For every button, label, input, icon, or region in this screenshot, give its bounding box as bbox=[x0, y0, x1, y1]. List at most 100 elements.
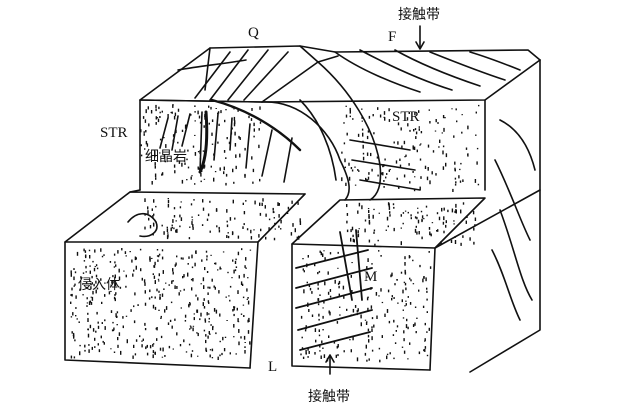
stipple-mark bbox=[223, 166, 225, 171]
stipple-mark bbox=[246, 288, 248, 292]
stipple-mark bbox=[189, 303, 191, 306]
stipple-mark bbox=[333, 340, 336, 344]
stipple-mark bbox=[150, 155, 153, 158]
stipple-mark bbox=[73, 335, 75, 339]
stipple-mark bbox=[215, 262, 217, 265]
stipple-mark bbox=[249, 249, 252, 251]
stipple-mark bbox=[173, 164, 176, 168]
stipple-mark bbox=[117, 250, 119, 254]
stipple-mark bbox=[346, 220, 348, 224]
stipple-mark bbox=[373, 231, 375, 234]
stipple-mark bbox=[357, 230, 359, 233]
back-left-block bbox=[139, 45, 319, 191]
stipple-mark bbox=[323, 300, 325, 304]
stipple-mark bbox=[393, 141, 395, 144]
stipple-mark bbox=[226, 220, 228, 223]
stipple-mark bbox=[251, 108, 253, 111]
stipple-mark bbox=[190, 113, 192, 116]
stipple-mark bbox=[226, 224, 229, 228]
stipple-mark bbox=[123, 270, 125, 272]
stipple-mark bbox=[455, 209, 457, 214]
stipple-mark bbox=[478, 104, 480, 107]
stipple-mark bbox=[113, 327, 115, 331]
stipple-mark bbox=[274, 228, 276, 230]
stipple-mark bbox=[388, 320, 391, 324]
stipple-mark bbox=[161, 249, 164, 252]
stipple-mark bbox=[364, 319, 367, 321]
stipple-mark bbox=[154, 154, 156, 158]
stipple-mark bbox=[140, 144, 142, 147]
stipple-mark bbox=[440, 241, 442, 245]
stipple-mark bbox=[367, 328, 370, 332]
stipple-mark bbox=[381, 335, 383, 338]
stipple-mark bbox=[85, 265, 87, 269]
stipple-mark bbox=[163, 288, 165, 290]
stipple-mark bbox=[209, 349, 212, 351]
stipple-mark bbox=[114, 298, 116, 302]
stipple-mark bbox=[389, 168, 391, 171]
stipple-mark bbox=[245, 200, 247, 202]
stipple-mark bbox=[307, 356, 309, 358]
stipple-mark bbox=[371, 317, 374, 320]
stipple-mark bbox=[207, 335, 209, 339]
stipple-mark bbox=[88, 301, 91, 305]
stipple-mark bbox=[161, 356, 164, 358]
stipple-mark bbox=[170, 301, 173, 304]
stipple-mark bbox=[396, 325, 399, 328]
stipple-mark bbox=[426, 290, 428, 293]
stipple-mark bbox=[414, 306, 417, 308]
stipple-mark bbox=[290, 232, 293, 236]
stipple-mark bbox=[391, 272, 393, 277]
stipple-mark bbox=[444, 117, 446, 119]
stipple-mark bbox=[155, 221, 157, 223]
stipple-mark bbox=[364, 228, 366, 233]
stipple-mark bbox=[346, 213, 349, 216]
stipple-mark bbox=[181, 162, 183, 167]
stipple-mark bbox=[214, 171, 217, 173]
dike-lines bbox=[295, 229, 373, 351]
label-contact-zone-bottom: 接触带 bbox=[308, 389, 350, 405]
stipple-mark bbox=[84, 250, 87, 253]
stipple-mark bbox=[254, 200, 256, 205]
stipple-mark bbox=[416, 231, 418, 235]
stipple-mark bbox=[167, 234, 169, 238]
stipple-mark bbox=[170, 227, 172, 232]
stipple-mark bbox=[431, 222, 434, 224]
stipple-mark bbox=[442, 221, 445, 225]
stipple-mark bbox=[71, 331, 73, 334]
stipple-mark bbox=[206, 255, 208, 258]
stipple-mark bbox=[379, 114, 382, 118]
stipple-mark bbox=[201, 170, 203, 172]
stipple-mark bbox=[386, 355, 388, 360]
stipple-mark bbox=[125, 255, 127, 257]
stipple-mark bbox=[459, 180, 462, 183]
stipple-mark bbox=[376, 156, 379, 159]
stipple-mark bbox=[133, 344, 135, 348]
stipple-mark bbox=[184, 314, 187, 318]
stipple-mark bbox=[418, 351, 421, 355]
stipple-mark bbox=[88, 344, 90, 346]
stipple-mark bbox=[442, 115, 445, 119]
stipple-mark bbox=[368, 210, 370, 213]
stipple-mark bbox=[450, 239, 453, 243]
stipple-mark bbox=[232, 259, 234, 262]
stipple-mark bbox=[94, 266, 96, 268]
stipple-mark bbox=[234, 120, 236, 125]
stipple-mark bbox=[412, 259, 414, 262]
stipple-mark bbox=[243, 223, 245, 226]
stipple-mark bbox=[368, 115, 371, 119]
stipple-mark bbox=[407, 123, 409, 127]
stipple-mark bbox=[291, 200, 293, 204]
stipple-mark bbox=[70, 294, 72, 296]
stipple-mark bbox=[419, 186, 421, 191]
stipple-mark bbox=[165, 306, 168, 310]
stipple-mark bbox=[352, 238, 355, 242]
stipple-mark bbox=[174, 285, 176, 289]
stipple-mark bbox=[130, 309, 132, 312]
stipple-mark bbox=[353, 239, 355, 243]
stipple-mark bbox=[217, 111, 220, 114]
stipple-mark bbox=[413, 146, 416, 150]
stipple-mark bbox=[247, 297, 249, 299]
stipple-mark bbox=[70, 355, 73, 359]
stipple-mark bbox=[239, 137, 241, 140]
